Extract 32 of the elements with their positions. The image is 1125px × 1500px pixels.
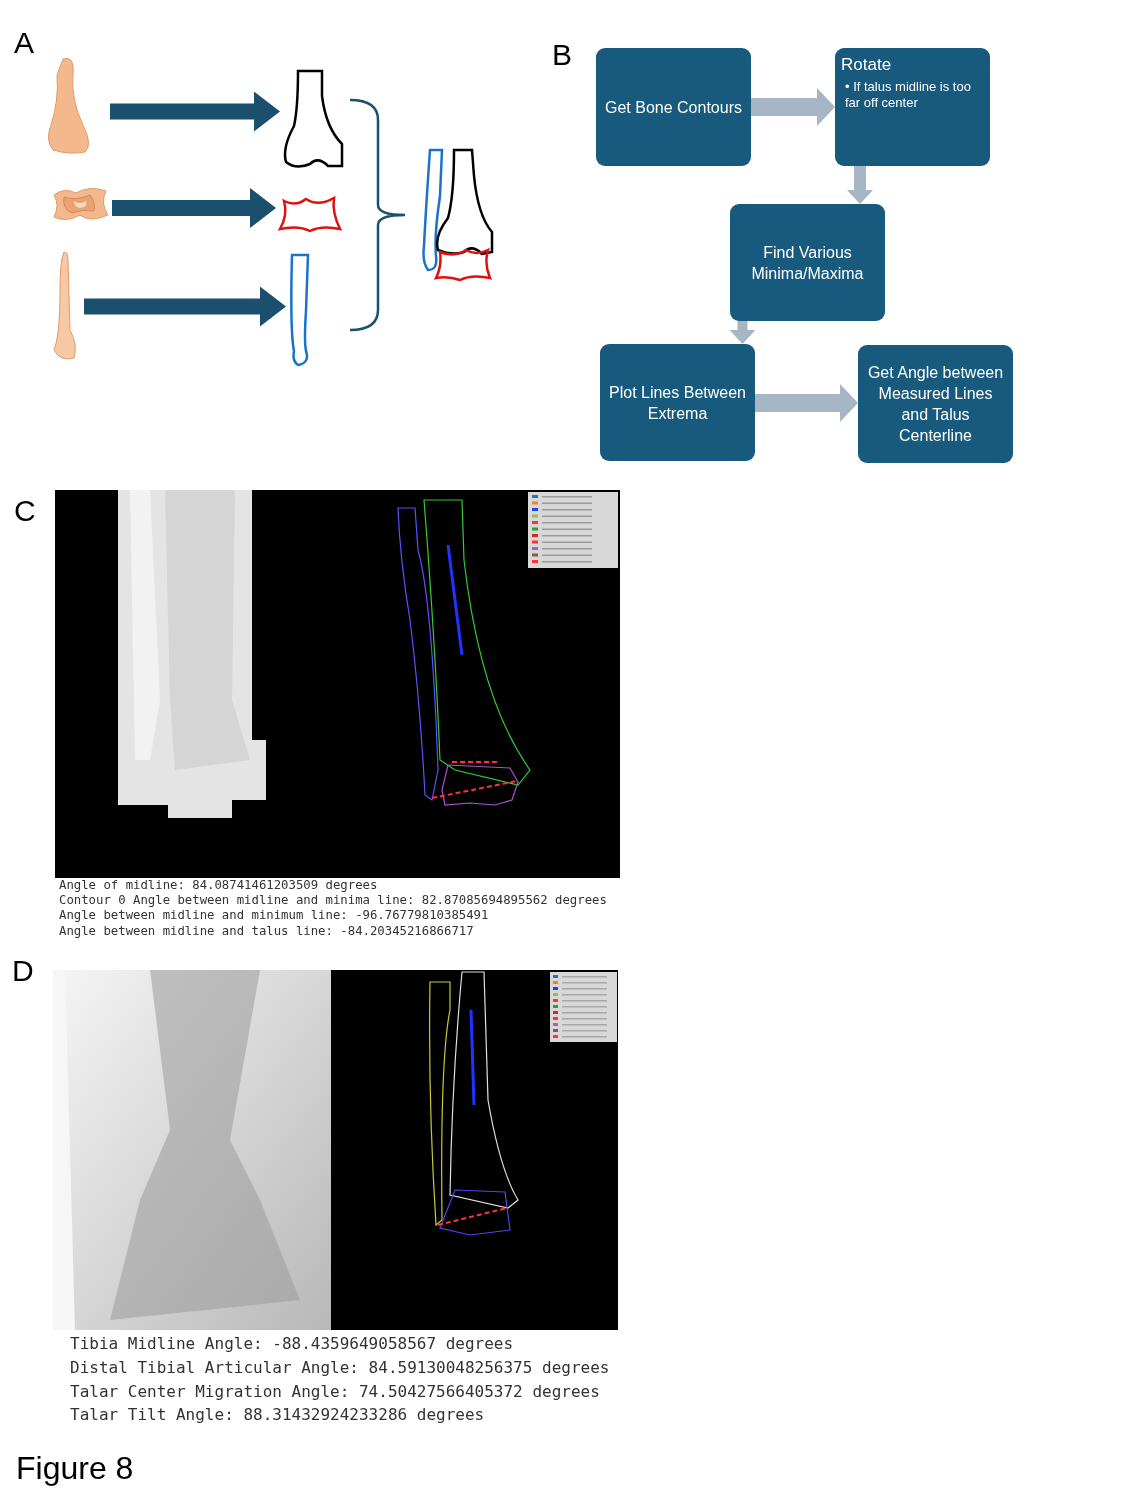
output-text: Angle between midline and minimum line: -96.76779810385491 [59,908,489,923]
step-text: Plot Lines Between Extrema [608,382,747,424]
output-text: Talar Center Migration Angle: 74.50427566405372 degrees [70,1383,600,1402]
arrow [751,88,835,126]
step-title: Rotate [841,54,892,75]
process-box [600,344,755,461]
output-text: Talar Tilt Angle: 88.31432924233286 degrees [70,1406,485,1425]
arrow [755,384,858,422]
output-text: Angle of midline: 84.08741461203509 degrees [59,878,378,893]
contour-drawing [276,193,344,235]
arrow [112,188,276,228]
panel-letter: C [14,494,36,529]
panel-letter: B [552,38,572,73]
output-text: Tibia Midline Angle: -88.4359649058567 degrees [70,1335,514,1354]
process-box [858,345,1013,463]
bullet-text: • If talus midline is too far off center [845,79,972,111]
panel-letter: A [14,26,34,61]
arrow [847,166,873,204]
output-text: Distal Tibial Articular Angle: 84.59130048256375 degrees [70,1359,610,1378]
process-box [596,48,751,166]
process-box [835,48,990,166]
panel-letter: D [12,954,34,989]
process-box [730,204,885,321]
figure-caption: Figure 8 [16,1450,134,1487]
step-text: Get Bone Contours [605,97,742,118]
arrow [84,286,286,327]
arrow [729,321,756,344]
output-text: Contour 0 Angle between midline and minima line: 82.87085694895562 degrees [59,893,607,908]
step-text: Find Various Minima/Maxima [750,242,865,284]
arrow [110,91,280,132]
step-text: Get Angle between Measured Lines and Talus Centerline [866,363,1005,446]
output-text: Angle between midline and talus line: -84.20345216866717 [59,924,474,939]
